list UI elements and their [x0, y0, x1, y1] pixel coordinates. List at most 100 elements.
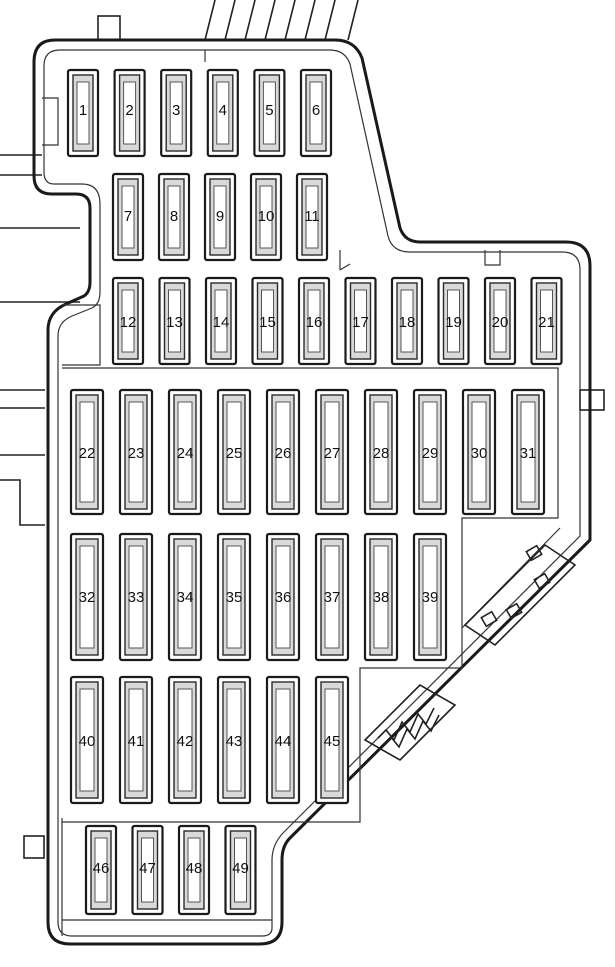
fuse-number: 37: [324, 589, 341, 606]
fuse-28[interactable]: 28: [363, 388, 399, 516]
fuse-blade: [309, 81, 323, 145]
fuse-48[interactable]: 48: [177, 824, 211, 916]
fuse-number: 25: [226, 445, 243, 462]
fuse-30[interactable]: 30: [461, 388, 497, 516]
fuse-blade: [226, 401, 242, 503]
fuse-4[interactable]: 4: [206, 68, 239, 158]
fuse-number: 16: [306, 314, 323, 331]
fuse-blade: [540, 289, 553, 353]
fuse-blade: [493, 289, 507, 353]
fuse-32[interactable]: 32: [69, 532, 105, 662]
fuse-8[interactable]: 8: [157, 172, 191, 262]
fuse-44[interactable]: 44: [265, 675, 301, 805]
fuse-number: 13: [166, 314, 183, 331]
fuse-blade: [520, 401, 536, 503]
fuse-number: 14: [213, 314, 230, 331]
fuse-10[interactable]: 10: [249, 172, 283, 262]
fuse-47[interactable]: 47: [131, 824, 164, 916]
fuse-38[interactable]: 38: [363, 532, 399, 662]
fuse-21[interactable]: 21: [530, 276, 563, 366]
fuse-39[interactable]: 39: [412, 532, 448, 662]
fuse-number: 33: [128, 589, 145, 606]
fuse-blade: [177, 401, 193, 503]
fuse-12[interactable]: 12: [111, 276, 145, 366]
fuse-6[interactable]: 6: [299, 68, 333, 158]
fuse-15[interactable]: 15: [251, 276, 284, 366]
fuse-13[interactable]: 13: [158, 276, 191, 366]
fuse-blade: [447, 289, 460, 353]
fuse-27[interactable]: 27: [314, 388, 350, 516]
fuse-blade: [128, 401, 144, 503]
fuse-33[interactable]: 33: [118, 532, 154, 662]
fuse-16[interactable]: 16: [297, 276, 331, 366]
fuse-number: 27: [324, 445, 341, 462]
fuse-blade: [187, 837, 201, 903]
fuse-22[interactable]: 22: [69, 388, 105, 516]
fuse-24[interactable]: 24: [167, 388, 203, 516]
fuse-2[interactable]: 2: [113, 68, 146, 158]
fuse-17[interactable]: 17: [344, 276, 377, 366]
fuse-blade: [275, 688, 291, 792]
fuse-number: 39: [422, 589, 439, 606]
fuse-35[interactable]: 35: [216, 532, 252, 662]
housing-outline: [32, 38, 592, 946]
fuse-31[interactable]: 31: [510, 388, 546, 516]
fuse-49[interactable]: 49: [224, 824, 257, 916]
fuse-number: 1: [79, 102, 87, 119]
fuse-blade: [324, 688, 340, 792]
fuse-number: 31: [520, 445, 537, 462]
fuse-blade: [400, 289, 414, 353]
fuse-number: 23: [128, 445, 145, 462]
fuse-number: 41: [128, 733, 145, 750]
fuse-blade: [79, 545, 95, 649]
fuse-34[interactable]: 34: [167, 532, 203, 662]
fuse-number: 24: [177, 445, 194, 462]
fuse-7[interactable]: 7: [111, 172, 145, 262]
fuse-9[interactable]: 9: [203, 172, 237, 262]
fuse-43[interactable]: 43: [216, 675, 252, 805]
fuse-number: 6: [312, 102, 320, 119]
fuse-45[interactable]: 45: [314, 675, 350, 805]
fuse-number: 3: [172, 102, 180, 119]
fuse-40[interactable]: 40: [69, 675, 105, 805]
fuse-14[interactable]: 14: [204, 276, 238, 366]
fuse-29[interactable]: 29: [412, 388, 448, 516]
fuse-blade: [324, 545, 340, 649]
fuse-number: 49: [232, 860, 249, 877]
fuse-42[interactable]: 42: [167, 675, 203, 805]
fuse-36[interactable]: 36: [265, 532, 301, 662]
fuse-blade: [422, 545, 438, 649]
fuse-41[interactable]: 41: [118, 675, 154, 805]
fuse-23[interactable]: 23: [118, 388, 154, 516]
fuse-number: 5: [265, 102, 273, 119]
fuse-20[interactable]: 20: [483, 276, 517, 366]
fuse-blade: [121, 185, 135, 249]
fuse-25[interactable]: 25: [216, 388, 252, 516]
fuse-3[interactable]: 3: [160, 68, 193, 158]
fuse-18[interactable]: 18: [390, 276, 424, 366]
fuse-blade: [167, 185, 181, 249]
fuse-blade: [259, 185, 273, 249]
fuse-blade: [94, 837, 108, 903]
fuse-26[interactable]: 26: [265, 388, 301, 516]
fuse-11[interactable]: 11: [295, 172, 329, 262]
fuse-number: 4: [219, 102, 227, 119]
fuse-1[interactable]: 1: [66, 68, 100, 158]
fuse-blade: [226, 688, 242, 792]
fuse-blade: [324, 401, 340, 503]
fuse-number: 17: [352, 314, 369, 331]
fuse-blade: [177, 688, 193, 792]
fuse-number: 32: [79, 589, 96, 606]
fuse-19[interactable]: 19: [437, 276, 470, 366]
fuse-blade: [373, 401, 389, 503]
fuse-number: 8: [170, 208, 178, 225]
fuse-46[interactable]: 46: [84, 824, 118, 916]
fuse-blade: [422, 401, 438, 503]
fuse-number: 21: [538, 314, 555, 331]
fuse-number: 28: [373, 445, 390, 462]
fuse-number: 12: [120, 314, 137, 331]
fuse-37[interactable]: 37: [314, 532, 350, 662]
fuse-number: 40: [79, 733, 96, 750]
fuse-5[interactable]: 5: [253, 68, 286, 158]
